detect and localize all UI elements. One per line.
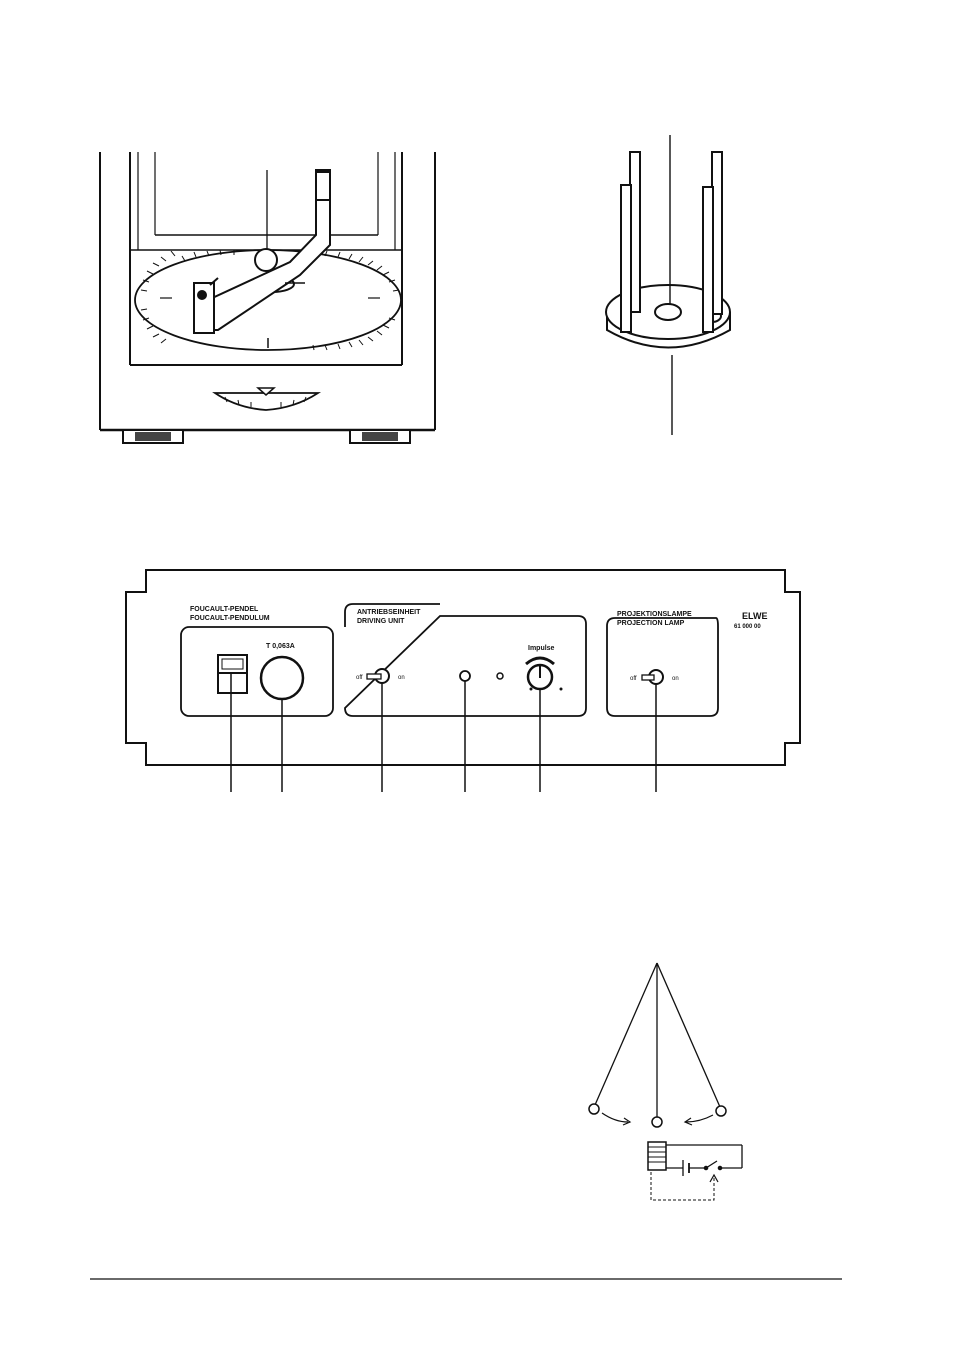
drive-title-en: DRIVING UNIT (357, 618, 405, 625)
lamp-title-de: PROJEKTIONSLAMPE (617, 611, 692, 618)
pendulum-bob (255, 249, 277, 271)
brand-label: ELWE (742, 611, 768, 621)
foucault-title-de: FOUCAULT-PENDEL (190, 606, 259, 613)
rod (703, 187, 713, 332)
foucault-title-en: FOUCAULT-PENDULUM (190, 615, 270, 622)
lamp-switch-off: off (630, 676, 637, 682)
rod (621, 185, 631, 332)
foucault-box (181, 627, 333, 716)
drive-coil (648, 1142, 666, 1170)
center-hole (655, 304, 681, 320)
figure-rod-holder (606, 135, 730, 435)
fuse-label: T 0,063A (266, 643, 295, 650)
drive-socket (497, 673, 503, 679)
drive-switch-off: off (356, 675, 363, 681)
lamp-title-en: PROJECTION LAMP (617, 620, 685, 627)
impulse-label: Impulse (528, 645, 555, 652)
figure-pendulum-principle (589, 963, 742, 1200)
bob-left (589, 1104, 599, 1114)
fuse-holder[interactable] (261, 657, 303, 699)
catalog-number: 61 000 00 (734, 624, 761, 630)
lamp-switch-on: on (672, 676, 679, 682)
drive-title-de: ANTRIEBSEINHEIT (357, 609, 421, 616)
drive-indicator-lamp (460, 671, 470, 681)
figure-housing (100, 152, 435, 443)
bob-center (652, 1117, 662, 1127)
drive-switch-on: on (398, 675, 405, 681)
figure-control-panel: FOUCAULT-PENDEL FOUCAULT-PENDULUM T 0,06… (126, 570, 800, 792)
bob-right (716, 1106, 726, 1116)
